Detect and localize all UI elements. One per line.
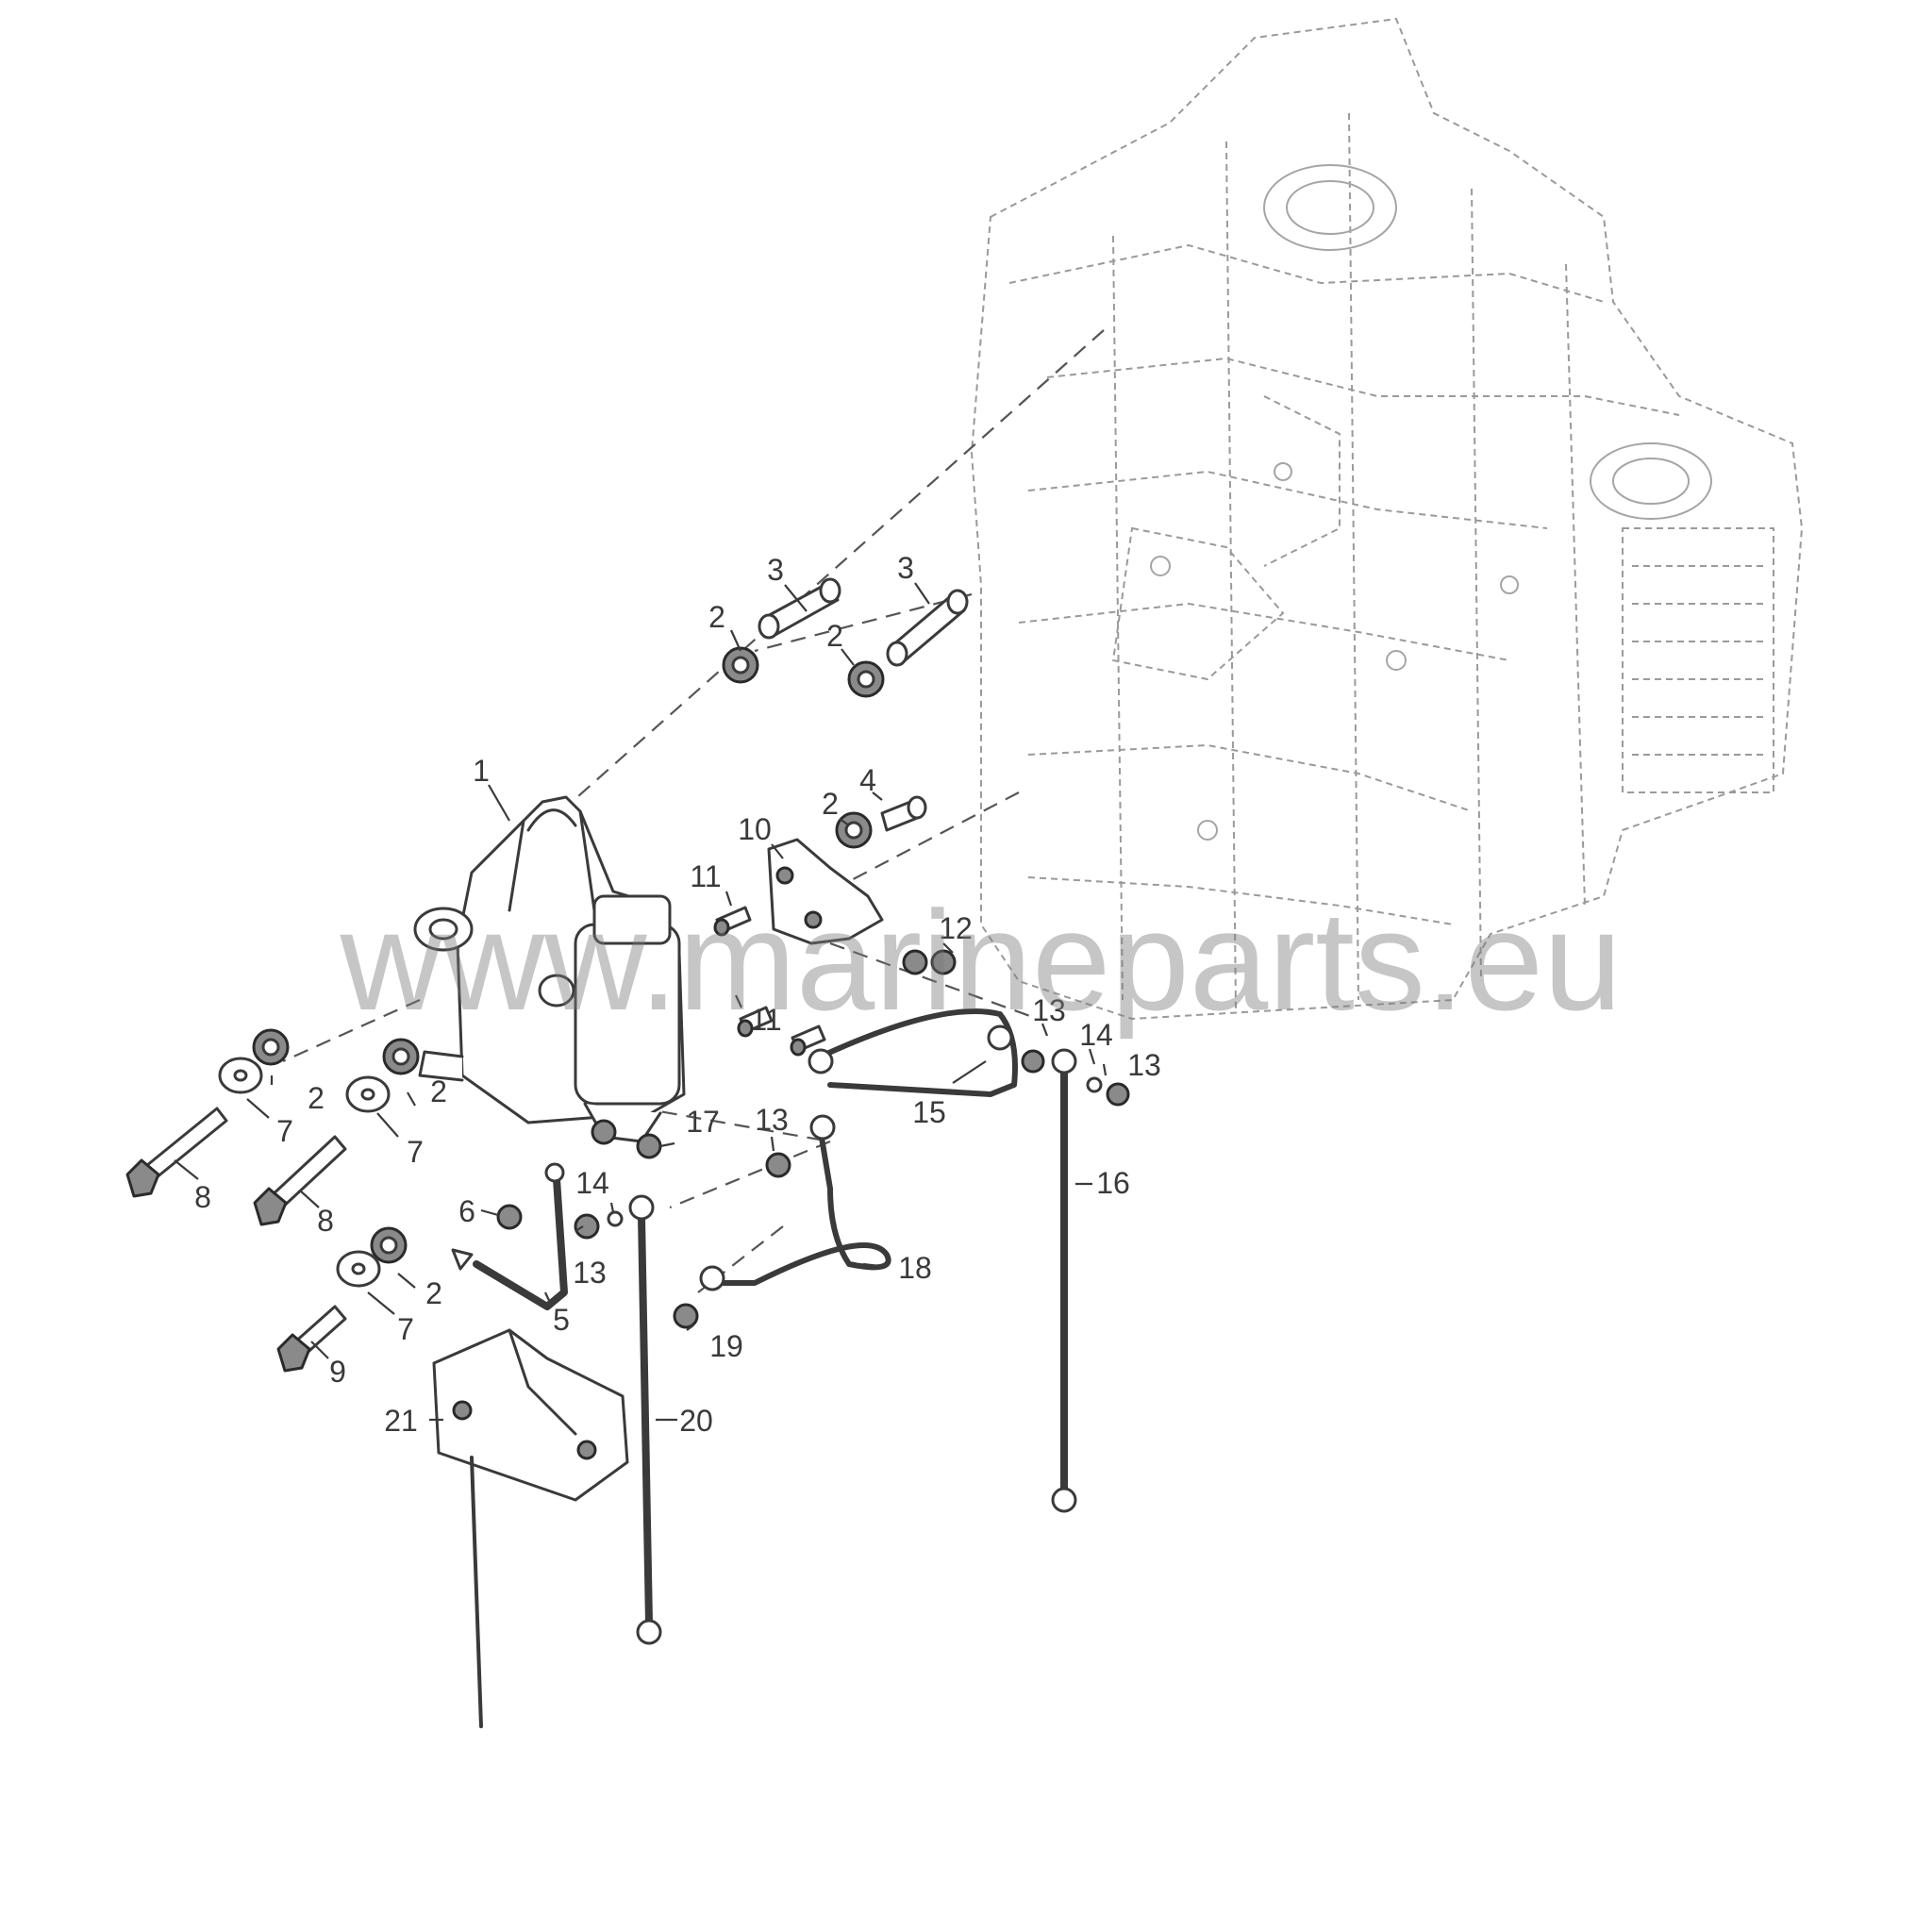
callout-7-b: 7 — [407, 1135, 424, 1169]
callout-3-left: 3 — [767, 553, 784, 587]
callout-5: 5 — [553, 1303, 570, 1337]
callout-2-mid: 2 — [822, 787, 839, 821]
callout-2-left-a: 2 — [308, 1081, 325, 1115]
callout-4: 4 — [859, 763, 876, 797]
callout-6: 6 — [458, 1194, 475, 1228]
callout-10: 10 — [738, 812, 772, 846]
callout-3-right: 3 — [897, 551, 914, 585]
starter-motor — [413, 795, 686, 1145]
flat-washers — [218, 1057, 391, 1288]
callout-8-a: 8 — [194, 1180, 211, 1214]
watermark: www.marineparts.eu — [340, 881, 1623, 1040]
bushing-sleeves — [758, 577, 969, 832]
callout-labels: 1 3 3 2 2 4 2 10 11 12 11 13 14 13 15 16… — [194, 551, 1161, 1438]
solenoid-bracket — [713, 838, 928, 1057]
callout-19: 19 — [709, 1329, 743, 1363]
callout-16: 16 — [1096, 1166, 1130, 1200]
nuts-and-hardware — [496, 949, 1130, 1329]
callout-2-top-left: 2 — [708, 600, 725, 634]
callout-7-a: 7 — [276, 1114, 293, 1148]
electrical-cables — [451, 1008, 1077, 1645]
callout-2-left-b: 2 — [430, 1074, 447, 1108]
callout-20: 20 — [679, 1404, 713, 1438]
callout-2-lower: 2 — [425, 1276, 442, 1310]
callout-7-c: 7 — [397, 1312, 414, 1346]
starter-cover — [432, 1328, 629, 1728]
callout-9: 9 — [329, 1355, 346, 1389]
callout-13-top: 13 — [1032, 993, 1066, 1027]
callout-11-upper: 11 — [690, 859, 721, 893]
callout-2-top-right: 2 — [826, 619, 843, 653]
engine-block-outline — [970, 17, 1804, 1021]
callout-8-b: 8 — [317, 1204, 334, 1238]
callout-1: 1 — [473, 754, 490, 788]
mounting-bolts — [125, 1107, 347, 1373]
rubber-grommets — [252, 646, 885, 1264]
callout-13-mid: 13 — [755, 1103, 789, 1137]
callout-15: 15 — [912, 1095, 946, 1129]
callout-12: 12 — [939, 911, 973, 945]
callout-leader-lines — [174, 582, 1108, 1422]
callout-11-lower: 11 — [750, 1003, 781, 1037]
callout-21: 21 — [384, 1404, 418, 1438]
callout-14-left: 14 — [575, 1166, 609, 1200]
callout-17: 17 — [686, 1105, 720, 1139]
callout-13-right: 13 — [1127, 1048, 1161, 1082]
callout-14-right: 14 — [1079, 1018, 1113, 1052]
callout-13-lower: 13 — [573, 1256, 607, 1290]
assembly-dash-lines — [282, 329, 1105, 1293]
callout-18: 18 — [898, 1251, 932, 1285]
